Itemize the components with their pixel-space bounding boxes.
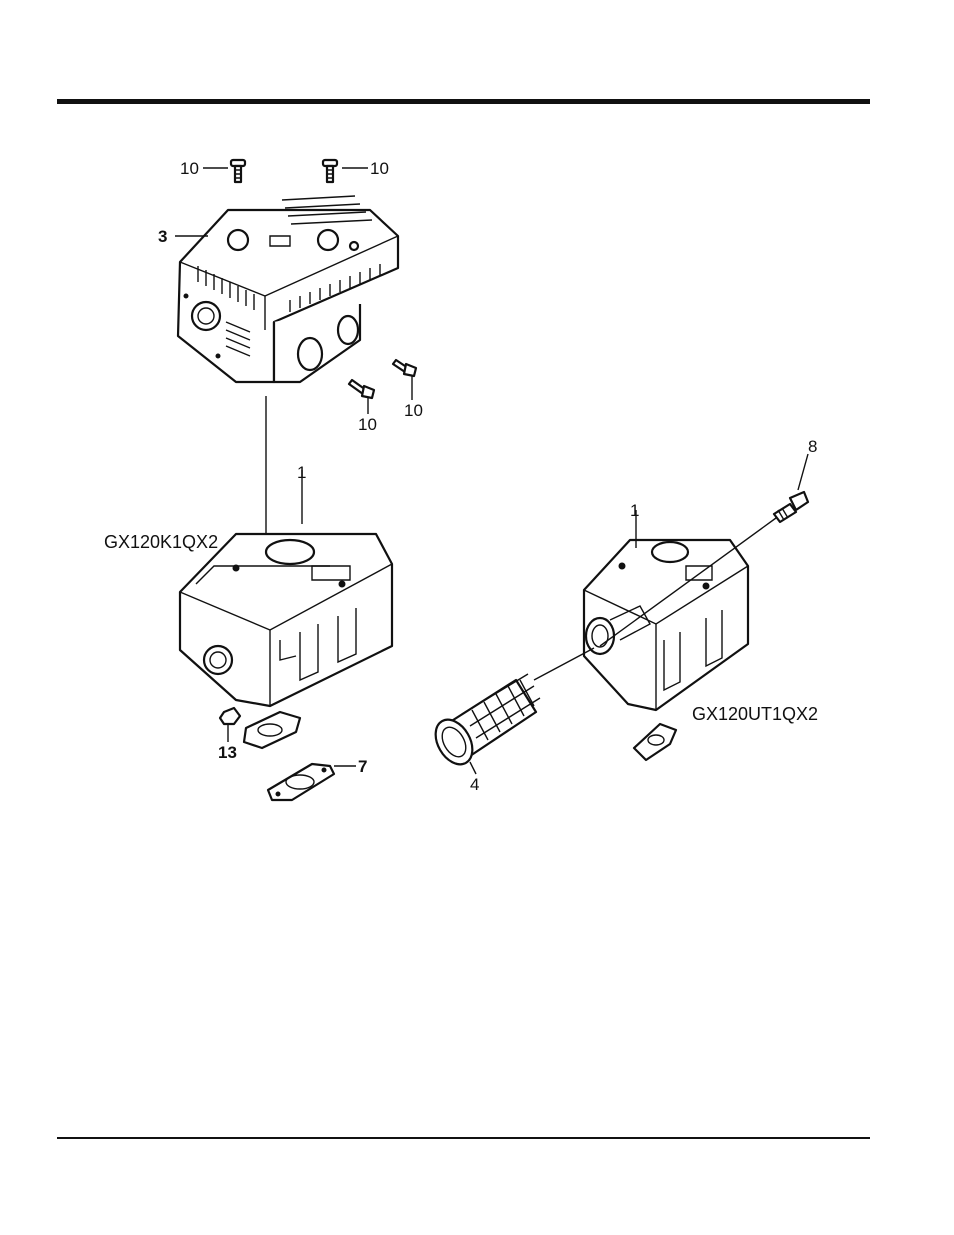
callout-bolt-right: 8 (808, 437, 817, 456)
callout-screw-top-right: 10 (370, 159, 389, 178)
muffler-left (180, 534, 392, 748)
callout-bolt-lower-right: 10 (404, 401, 423, 420)
callout-protector: 3 (158, 227, 167, 246)
bolt-lower-right (393, 360, 416, 400)
muffler-right (584, 540, 748, 760)
spark-arrester (428, 674, 540, 774)
screw-top-right (323, 160, 368, 182)
model-label-right: GX120UT1QX2 (692, 704, 818, 724)
callout-nut: 13 (218, 743, 237, 762)
model-label-left: GX120K1QX2 (104, 532, 218, 552)
callout-screw-top-left: 10 (180, 159, 199, 178)
bolt-lower-left (349, 380, 374, 414)
assembly-line-arrester (534, 648, 594, 680)
gasket (268, 764, 356, 800)
callout-bolt-lower-left: 10 (358, 415, 377, 434)
screw-top-left (203, 160, 245, 182)
callout-spark-arrester: 4 (470, 775, 479, 794)
nut (220, 708, 240, 742)
muffler-protector (178, 196, 398, 382)
callout-muffler-left: 1 (297, 463, 306, 482)
callout-muffler-right: 1 (630, 501, 639, 520)
bolt-right (774, 454, 808, 522)
callout-gasket: 7 (358, 757, 367, 776)
